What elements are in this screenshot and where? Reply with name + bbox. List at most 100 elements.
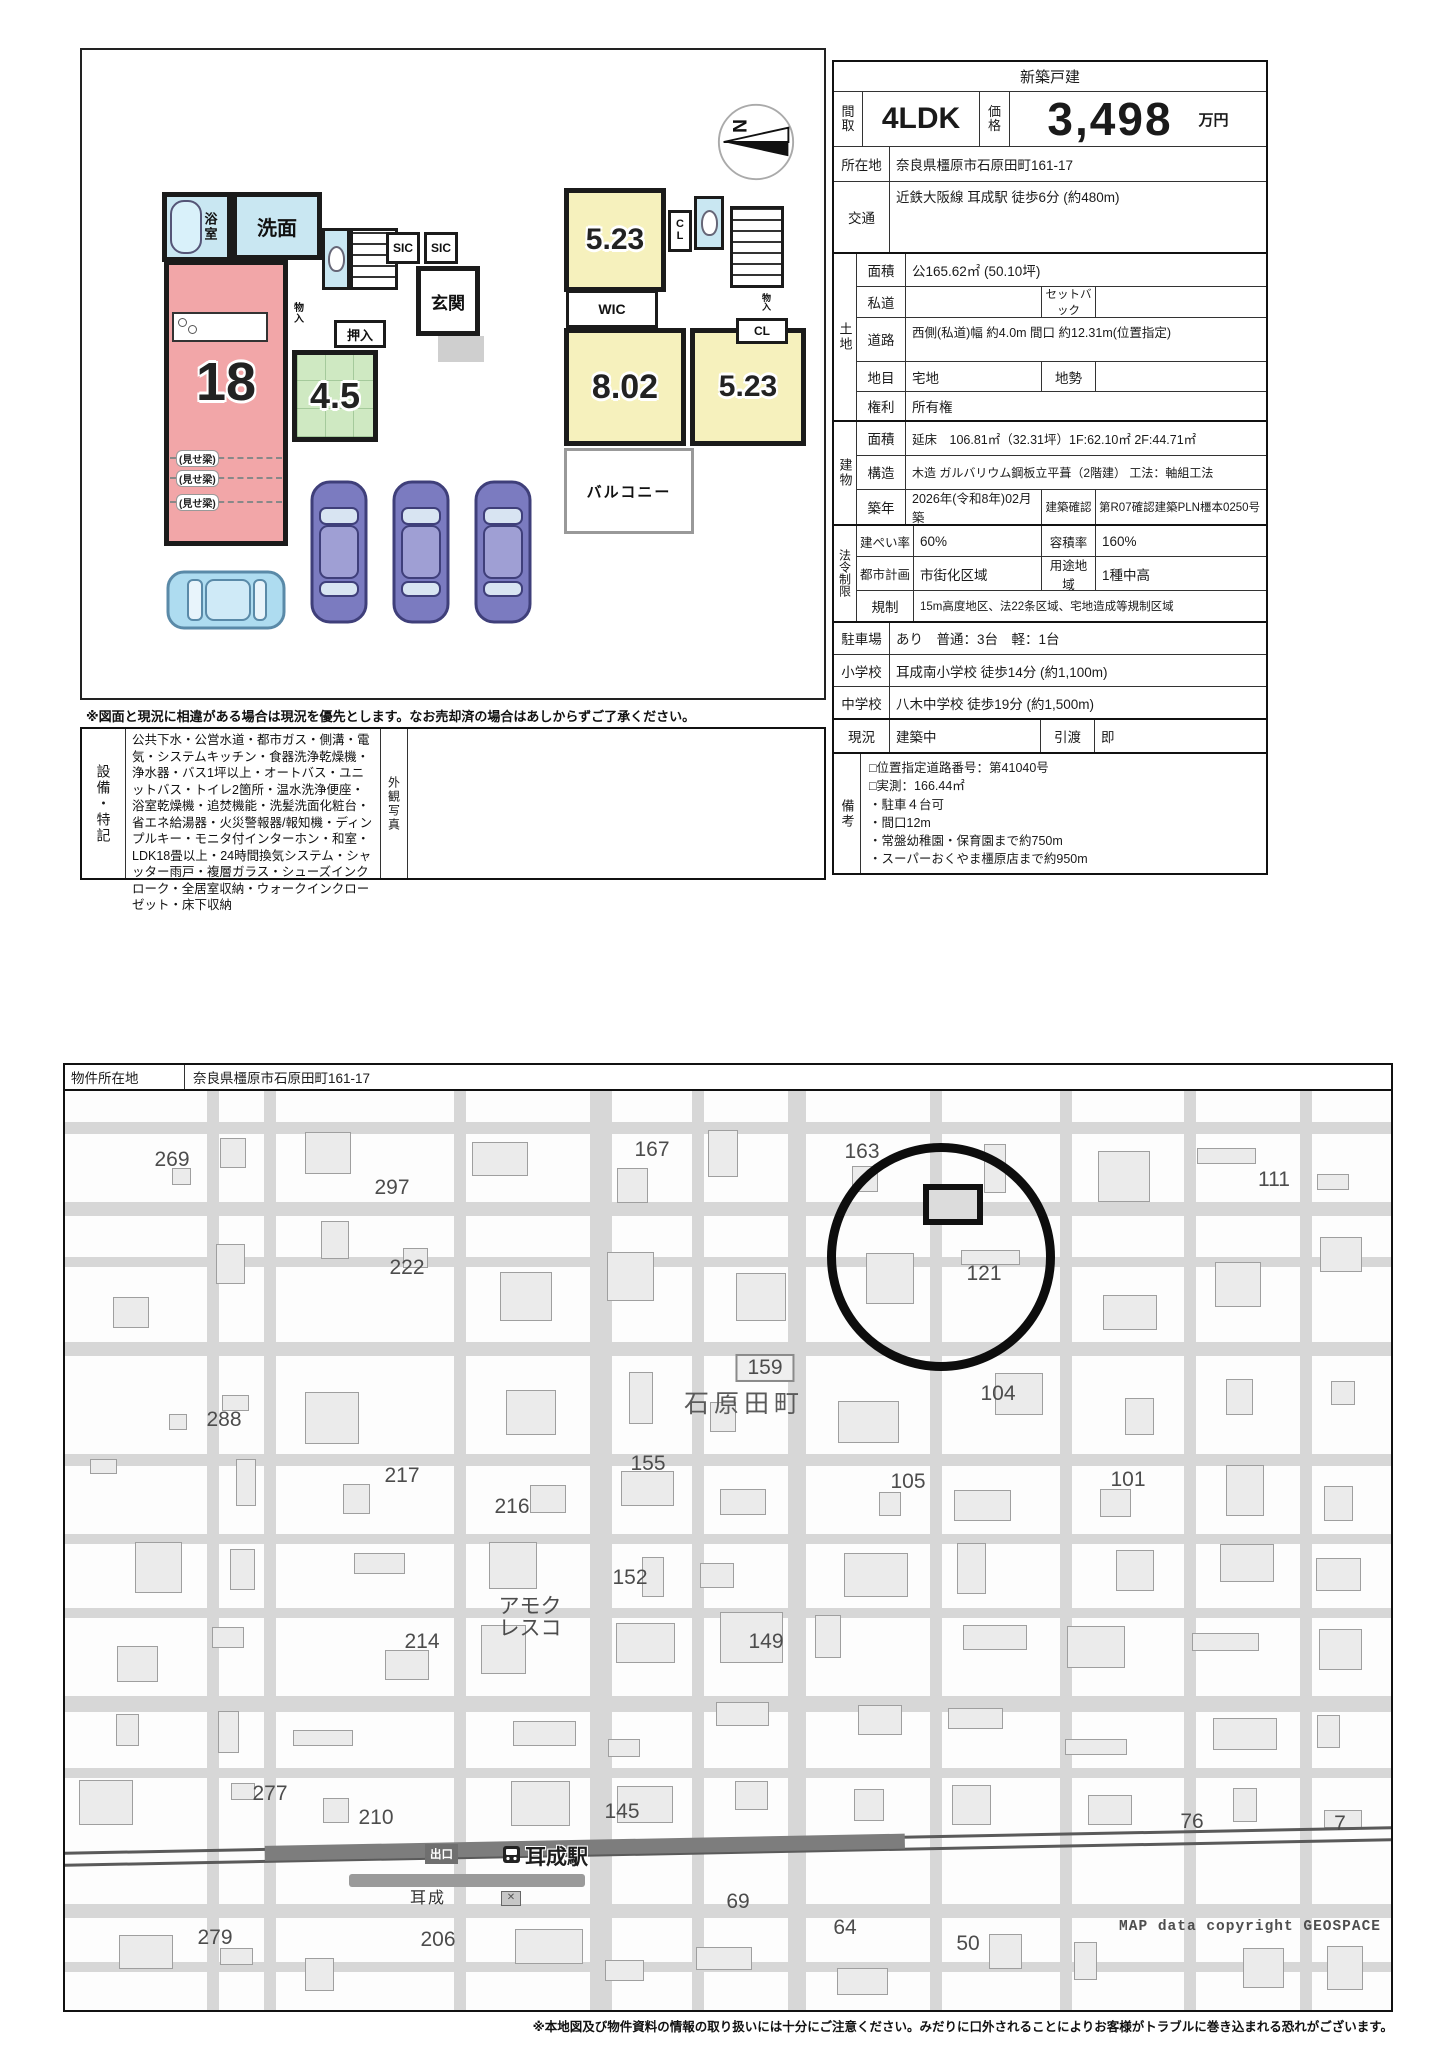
room-washroom: 洗面 bbox=[232, 192, 322, 260]
map-building bbox=[403, 1248, 428, 1268]
map-building bbox=[605, 1960, 644, 1981]
map-building bbox=[642, 1557, 664, 1597]
map-building bbox=[1065, 1739, 1127, 1755]
map-block-number: 297 bbox=[374, 1175, 410, 1199]
map-building bbox=[1116, 1550, 1154, 1591]
room-washroom-label: 洗面 bbox=[257, 217, 297, 240]
junior-row: 中学校 八木中学校 徒歩19分 (約1,500m) bbox=[834, 686, 1266, 719]
map-building bbox=[608, 1739, 640, 1757]
remarks-line: ・スーパーおくやま橿原店まで約950m bbox=[869, 851, 1088, 866]
rights-label: 権利 bbox=[867, 399, 895, 415]
map-canvas: 出口 耳成駅 耳成 ✕ 石原田町 MAP data copyright GEOS… bbox=[63, 1089, 1393, 2012]
map-building bbox=[696, 1947, 752, 1970]
land-group: 土地 面積 公165.62㎡ (50.10坪) 私道 セットバック 道路 西側(… bbox=[834, 251, 1266, 420]
map-building bbox=[220, 1948, 253, 1965]
map-block-number: 210 bbox=[358, 1805, 394, 1829]
map-building bbox=[230, 1549, 255, 1590]
setback-value bbox=[1095, 286, 1266, 317]
map-block-number: 7 bbox=[1334, 1811, 1346, 1835]
map-copyright: MAP data copyright GEOSPACE bbox=[1119, 1919, 1381, 1935]
zoning-value: 1種中高 bbox=[1095, 557, 1266, 591]
price-value-cell: 3,498 万円 bbox=[1009, 92, 1266, 147]
category-title: 新築戸建 bbox=[1019, 69, 1080, 86]
map-road bbox=[65, 1904, 1391, 1918]
map-building bbox=[1197, 1148, 1256, 1164]
map-building bbox=[117, 1646, 158, 1682]
map-building bbox=[858, 1705, 902, 1735]
map-block-number: 217 bbox=[384, 1463, 420, 1487]
parking-row: 駐車場 あり 普通：3台 軽：1台 bbox=[834, 620, 1266, 655]
map-block-number: 105 bbox=[890, 1469, 926, 1493]
room-2f-bedroom2-size: 8.02 bbox=[591, 367, 659, 406]
map-road bbox=[590, 1091, 612, 2010]
map-building bbox=[617, 1786, 673, 1823]
map-building bbox=[838, 1401, 899, 1443]
town-name-label: 石原田町 bbox=[683, 1390, 805, 1418]
map-building bbox=[500, 1272, 552, 1321]
map-building bbox=[79, 1780, 133, 1825]
elementary-label: 小学校 bbox=[841, 664, 882, 680]
map-building bbox=[957, 1543, 986, 1594]
map-header: 物件所在地 奈良県橿原市石原田町161-17 bbox=[63, 1063, 1393, 1091]
built-year-label: 築年 bbox=[867, 500, 895, 516]
map-block-number: 159 bbox=[735, 1353, 795, 1383]
map-building bbox=[617, 1168, 648, 1203]
map-building bbox=[879, 1492, 901, 1516]
map-building bbox=[844, 1553, 908, 1597]
map-block-number: 145 bbox=[604, 1799, 640, 1823]
room-2f-bedroom3: 5.23 bbox=[690, 328, 806, 446]
table-access-row: 交通 近鉄大阪線 耳成駅 徒歩6分 (約480m) bbox=[834, 180, 1266, 252]
map-header-label: 物件所在地 bbox=[65, 1065, 185, 1089]
map-building bbox=[963, 1625, 1027, 1650]
room-2f-bedroom3-size: 5.23 bbox=[718, 370, 778, 403]
built-year-value: 2026年(令和8年)02月築 bbox=[905, 489, 1041, 525]
remarks-line: ・駐車４台可 bbox=[869, 797, 945, 812]
handover-label: 引渡 bbox=[1040, 720, 1094, 753]
map-building bbox=[989, 1934, 1022, 1969]
map-building bbox=[90, 1459, 117, 1474]
map-building bbox=[172, 1168, 191, 1185]
map-building bbox=[700, 1563, 734, 1588]
handover-value: 即 bbox=[1094, 720, 1266, 753]
closet-oshiire: 押入 bbox=[334, 320, 386, 348]
map-building bbox=[1192, 1633, 1259, 1651]
map-building bbox=[1316, 1558, 1361, 1591]
table-price-row: 間取 4LDK 価格 3,498 万円 bbox=[834, 91, 1266, 147]
beam-tag-3: (見せ梁) bbox=[176, 494, 219, 511]
room-2f-bedroom1-size: 5.23 bbox=[585, 223, 645, 256]
map-block-number: 149 bbox=[748, 1629, 784, 1653]
map-building bbox=[305, 1392, 359, 1444]
beam-tag-2: (見せ梁) bbox=[176, 470, 219, 487]
table-category-row: 新築戸建 bbox=[834, 62, 1266, 91]
equipment-side-label: 設備・特記 bbox=[82, 729, 126, 878]
status-row: 現況 建築中 引渡 即 bbox=[834, 718, 1266, 753]
remarks-line: ・間口12m bbox=[869, 815, 931, 830]
map-building bbox=[736, 1273, 786, 1321]
map-building bbox=[116, 1714, 139, 1746]
room-ldk-size: 18 bbox=[195, 352, 257, 412]
map-building bbox=[119, 1935, 173, 1969]
madori-value: 4LDK bbox=[862, 92, 979, 147]
map-block-number: 64 bbox=[833, 1915, 857, 1939]
map-building bbox=[1233, 1788, 1257, 1822]
regulation-label: 規制 bbox=[871, 600, 899, 615]
land-area-value: 公165.62㎡ (50.10坪) bbox=[905, 253, 1266, 286]
closet-cl-1-label: CL bbox=[676, 218, 684, 242]
map-building bbox=[954, 1490, 1011, 1521]
far-label: 容積率 bbox=[1041, 525, 1095, 557]
road-value: 西側(私道)幅 約4.0m 間口 約12.31m(位置指定) bbox=[905, 317, 1266, 362]
map-road bbox=[454, 1091, 466, 2010]
access-label: 交通 bbox=[848, 210, 875, 226]
map-building bbox=[621, 1471, 674, 1506]
status-label: 現況 bbox=[848, 730, 875, 746]
coverage-value: 60% bbox=[913, 525, 1041, 557]
station-exit-label: 出口 bbox=[425, 1844, 458, 1864]
station-short-name: 耳成 bbox=[410, 1890, 447, 1907]
balcony-label: バルコニー bbox=[586, 483, 672, 501]
toilet-icon-1f bbox=[327, 246, 345, 272]
map-building bbox=[1317, 1174, 1349, 1190]
map-building bbox=[354, 1553, 405, 1574]
price-unit: 万円 bbox=[1198, 111, 1229, 129]
map-building bbox=[222, 1395, 249, 1411]
